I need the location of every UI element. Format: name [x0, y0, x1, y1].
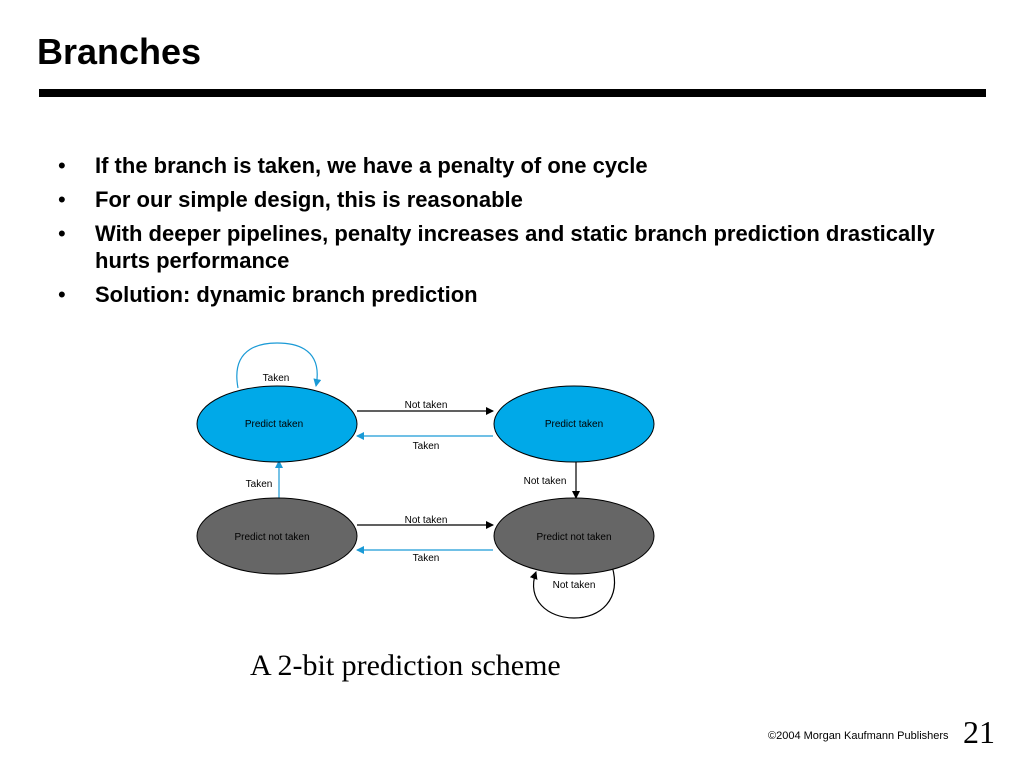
bullet-marker: •: [58, 153, 66, 178]
state-bottom-left: Predict not taken: [196, 497, 358, 575]
top-left-to-top-right-label: Not taken: [405, 400, 448, 411]
state-bottom-right: Predict not taken: [493, 497, 655, 575]
state-bottom-right-label: Predict not taken: [536, 532, 611, 543]
bottom-left-to-top-left-label: Taken: [246, 479, 273, 490]
bullet-item: • With deeper pipelines, penalty increase…: [58, 220, 958, 274]
state-top-right: Predict taken: [493, 385, 655, 463]
bullet-text: Solution: dynamic branch prediction: [95, 282, 478, 307]
self-loop-bottom-right-arrow: [529, 565, 615, 619]
bottom-left-to-bottom-right-label: Not taken: [405, 515, 448, 526]
diagram-caption: A 2-bit prediction scheme: [250, 649, 561, 682]
bullet-text: For our simple design, this is reasonabl…: [95, 187, 523, 212]
bullet-marker: •: [58, 187, 66, 212]
bullet-marker: •: [58, 221, 66, 246]
top-right-to-top-left-label: Taken: [413, 441, 440, 452]
state-bottom-left-label: Predict not taken: [234, 532, 309, 543]
title-underline: [39, 89, 986, 97]
bullet-list: • If the branch is taken, we have a penal…: [58, 152, 958, 315]
state-top-left: Predict taken: [196, 385, 358, 463]
bullet-item: • Solution: dynamic branch prediction: [58, 281, 958, 308]
bullet-text: With deeper pipelines, penalty increases…: [95, 221, 935, 273]
bullet-text: If the branch is taken, we have a penalt…: [95, 153, 648, 178]
self-loop-bottom-right-label: Not taken: [553, 580, 596, 591]
slide-title: Branches: [37, 31, 202, 72]
top-right-to-bottom-right-label: Not taken: [524, 476, 567, 487]
bullet-item: • For our simple design, this is reasonab…: [58, 186, 958, 213]
page-number: 21: [963, 714, 995, 750]
self-loop-top-left-label: Taken: [263, 373, 290, 384]
bullet-marker: •: [58, 282, 66, 307]
state-top-right-label: Predict taken: [545, 419, 603, 430]
bullet-item: • If the branch is taken, we have a penal…: [58, 152, 958, 179]
state-top-left-label: Predict taken: [245, 419, 303, 430]
copyright-footer: ©2004 Morgan Kaufmann Publishers: [768, 730, 949, 742]
bottom-right-to-bottom-left-label: Taken: [413, 553, 440, 564]
self-loop-top-left-arrow: [236, 342, 322, 389]
